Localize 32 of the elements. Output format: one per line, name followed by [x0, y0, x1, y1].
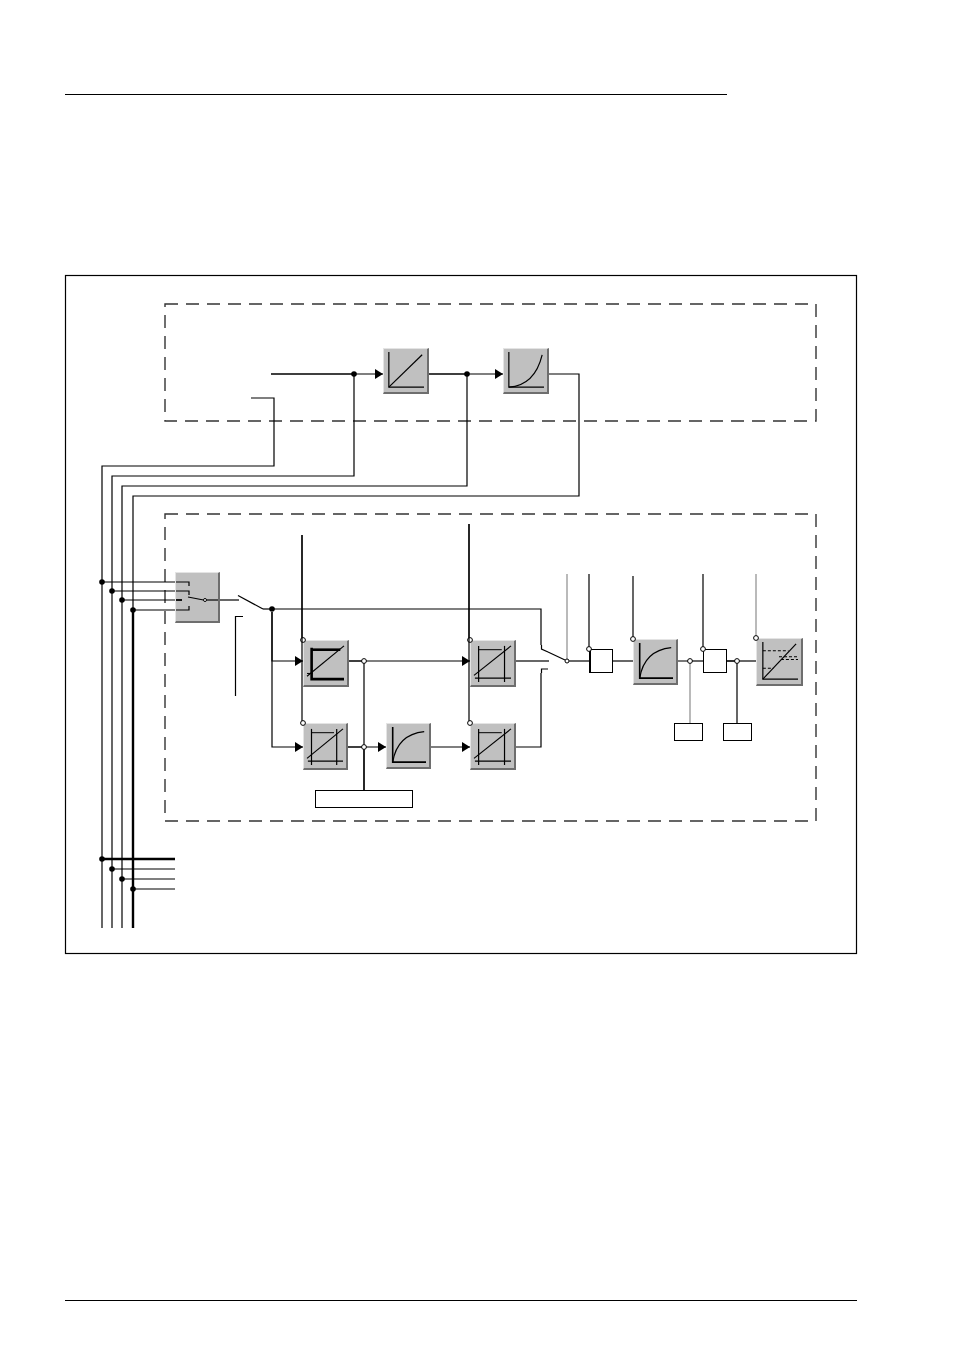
control-line	[630, 575, 636, 642]
empty-box	[703, 649, 727, 673]
signal-line	[515, 660, 542, 662]
signal-line	[111, 373, 355, 592]
signal-line	[726, 660, 738, 724]
signal-line	[566, 573, 568, 646]
arrow	[271, 611, 304, 752]
signal-line	[569, 660, 590, 662]
signal-line	[612, 660, 634, 662]
arrow	[347, 742, 387, 752]
switch-symbol	[236, 594, 275, 612]
function-block	[175, 572, 220, 623]
dashed-group-frame	[164, 303, 817, 422]
switch-symbol	[541, 645, 570, 673]
arrow	[430, 742, 471, 752]
empty-box	[315, 790, 413, 808]
signal-line	[274, 608, 542, 646]
control-line	[300, 534, 306, 726]
empty-box	[674, 723, 703, 741]
signal-line	[677, 660, 691, 724]
signal-line	[515, 672, 542, 748]
signal-line	[121, 373, 468, 601]
control-line	[753, 573, 759, 641]
dashed-group-frame	[164, 513, 817, 822]
control-line	[700, 573, 706, 652]
signal-line	[101, 397, 275, 583]
signal-line	[132, 373, 580, 611]
empty-box	[723, 723, 752, 741]
control-line	[586, 573, 592, 652]
empty-box	[589, 649, 613, 673]
signal-line	[219, 599, 237, 601]
control-line	[467, 523, 473, 726]
